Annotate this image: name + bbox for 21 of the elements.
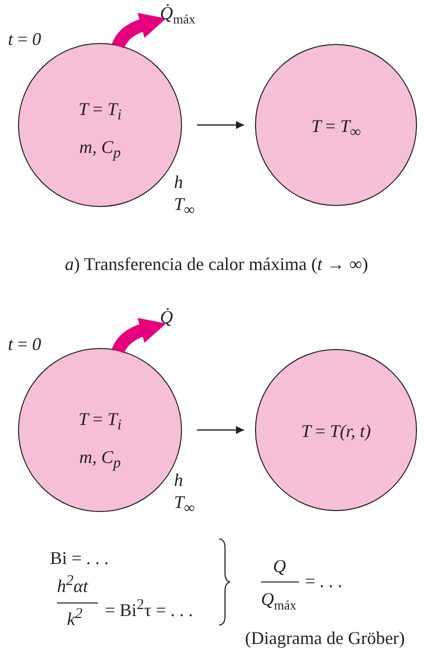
temperature-label: T = T(r, t)	[301, 421, 371, 441]
heat-flow-label: Q̇	[160, 308, 173, 328]
formula-numerator: Q	[273, 557, 286, 577]
formula-denominator: k$^{2}$	[67, 606, 82, 630]
temperature-label: T = T$_{i}$	[78, 409, 122, 429]
arrow	[197, 426, 244, 434]
time-label: t = 0	[8, 335, 42, 355]
formula: Bi = . . .	[50, 549, 109, 569]
formula: = . . .	[305, 572, 342, 592]
temperature-label: T = T$_{∞}$	[311, 116, 361, 136]
convection-label: h T$_{∞}$	[174, 470, 196, 518]
convection-label: h T$_{∞}$	[174, 172, 196, 220]
note: (Diagrama de Gröber)	[245, 629, 405, 649]
formula-numerator: h$^{2}$αt	[57, 573, 88, 597]
temperature-label: T = T$_{i}$	[78, 99, 122, 119]
formula-denominator: Q$_{máx}$	[261, 590, 296, 613]
heat-flow-label: Q̇$_{máx}$	[160, 4, 196, 27]
caption: a) Transferencia de calor máxima (t → ∞)	[64, 255, 370, 275]
arrow	[197, 121, 244, 129]
formula: = Bi$^{2}$τ = . . .	[105, 597, 194, 621]
time-label: t = 0	[8, 30, 42, 50]
